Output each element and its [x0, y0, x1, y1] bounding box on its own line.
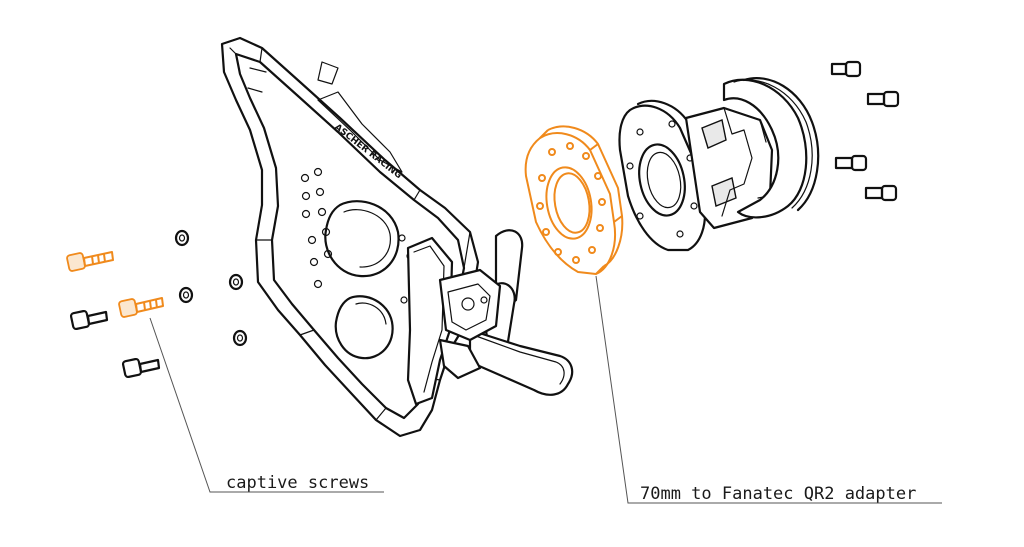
hub-screws: [830, 60, 900, 202]
captive-screw-upper: [66, 251, 114, 272]
mounting-nuts: [174, 229, 248, 347]
adapter-leader-line: [595, 275, 942, 504]
adapter-label: 70mm to Fanatec QR2 adapter: [640, 484, 916, 504]
qr2-adapter-plate: [524, 125, 624, 275]
hub-screw-2: [866, 90, 900, 108]
qr2-quick-release: [618, 77, 820, 252]
hub-screw-3: [834, 154, 868, 172]
shifter-paddles: [406, 229, 574, 406]
hub-screw-4: [864, 184, 898, 202]
hub-screw-1: [830, 60, 862, 78]
callout-adapter: 70mm to Fanatec QR2 adapter: [595, 275, 942, 504]
wheel-plate: ASCHER RACING: [220, 36, 480, 438]
black-screw-bottom: [121, 357, 161, 379]
captive-screws-label: captive screws: [226, 473, 369, 493]
callout-captive-screws: captive screws: [149, 317, 384, 493]
black-screw-left: [69, 309, 109, 331]
captive-screw-lower: [118, 297, 164, 318]
captive-screws-leader-line: [149, 317, 384, 493]
